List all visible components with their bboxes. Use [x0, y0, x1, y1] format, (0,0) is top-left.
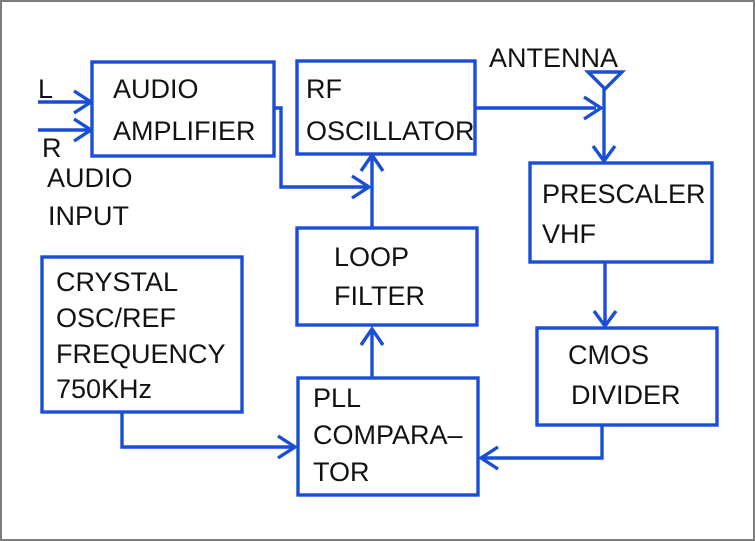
wire-crystal-out	[120, 412, 292, 449]
rf-oscillator-block	[295, 59, 477, 156]
wire-rfoscillator-to-antenna	[475, 95, 605, 121]
right-channel-label: R	[42, 133, 62, 163]
audio-amplifier-label-line1: AUDIO	[113, 74, 199, 104]
pll-comparator-label-line2: COMPARA–	[313, 420, 463, 450]
loop-filter-label-line2: FILTER	[334, 281, 425, 311]
arrowhead-into-prescaler	[591, 144, 617, 164]
arrowhead-into-pll-right	[477, 445, 499, 471]
rf-oscillator-label-line2: OSCILLATOR	[306, 116, 475, 146]
loop-filter-block	[295, 226, 479, 327]
audio-amplifier-label-line2: AMPLIFIER	[113, 116, 256, 146]
cmos-divider-label-line2: DIVIDER	[571, 380, 681, 410]
crystal-osc-label-line3: FREQUENCY	[56, 339, 226, 369]
crystal-osc-label-line4: 750KHz	[56, 374, 152, 404]
wire-prescaler-to-cmosdivider	[592, 262, 618, 329]
cmos-divider-label-line1: CMOS	[568, 340, 649, 370]
wire-audioamp-to-oscillator	[274, 106, 373, 200]
prescaler-label-line1: PRESCALER	[542, 179, 706, 209]
wire-cmosdivider-to-pllcomparator	[477, 425, 604, 471]
left-channel-label: L	[38, 74, 53, 104]
wire-crystal-to-pllcomparator	[120, 412, 299, 460]
antenna-icon	[583, 70, 627, 92]
audio-amplifier-block	[90, 60, 276, 158]
pll-comparator-label-line1: PLL	[313, 383, 361, 413]
wire-audioamp-path	[274, 106, 366, 189]
wire-cmos-out	[484, 425, 604, 460]
audio-input-label-line1: AUDIO	[47, 163, 133, 193]
arrowhead-audioamp-junction	[351, 174, 373, 200]
prescaler-vhf-block	[528, 161, 714, 264]
arrowhead-into-loopfilter	[359, 325, 385, 346]
arrowhead-into-antenna-line	[583, 95, 605, 121]
pll-comparator-block	[296, 376, 480, 497]
prescaler-label-line2: VHF	[542, 219, 596, 249]
pll-comparator-label-line3: TOR	[313, 457, 370, 487]
antenna-label: ANTENNA	[489, 43, 618, 73]
loop-filter-label-line1: LOOP	[334, 242, 409, 272]
rf-oscillator-label-line1: RF	[306, 74, 342, 104]
cmos-divider-block	[535, 326, 719, 427]
arrowhead-into-cmosdivider	[592, 309, 618, 329]
wire-antenna-to-prescaler	[591, 89, 617, 164]
crystal-osc-label-line2: OSC/REF	[56, 303, 176, 333]
wire-pllcomparator-to-loopfilter	[359, 325, 385, 378]
arrowhead-into-pll-left	[277, 434, 299, 460]
crystal-osc-block	[40, 255, 244, 414]
audio-input-label-line2: INPUT	[48, 201, 129, 231]
crystal-osc-label-line1: CRYSTAL	[56, 267, 178, 297]
